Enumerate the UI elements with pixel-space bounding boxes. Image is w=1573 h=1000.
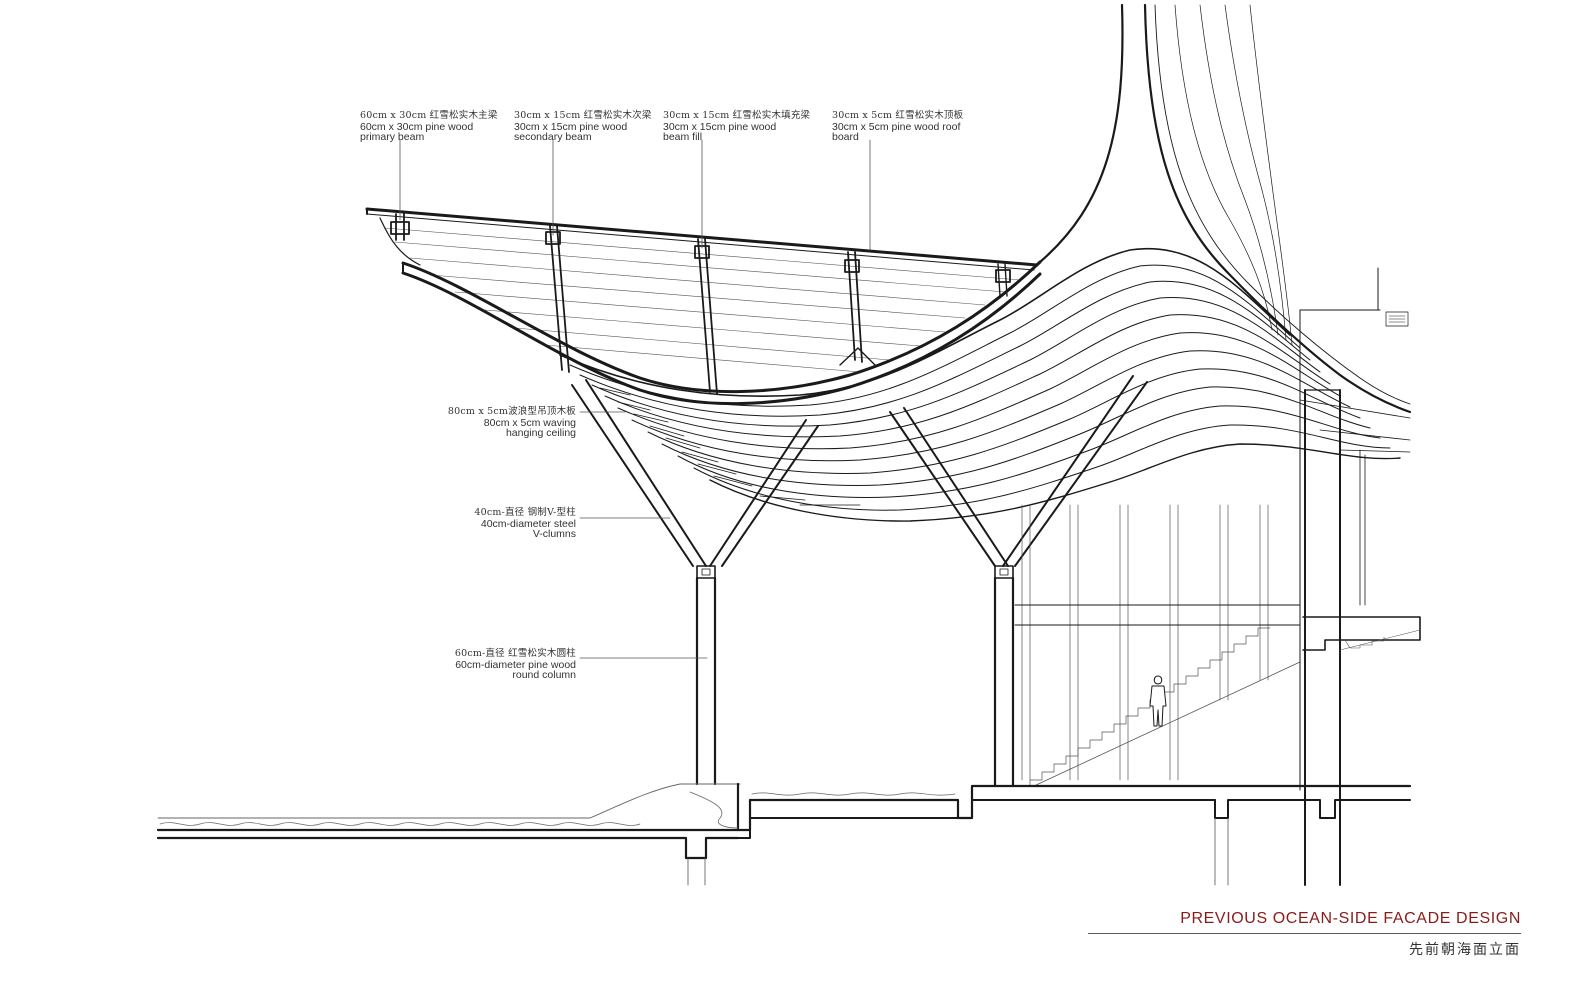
interior-building xyxy=(1014,267,1421,886)
label-primary-beam-en1: 60cm x 30cm pine wood xyxy=(360,120,474,133)
label-secondary-beam-cn: 30cm x 15cm 红雪松实木次梁 xyxy=(514,110,652,121)
roof-hangers xyxy=(390,213,1011,395)
label-steel-v-column-en1: 40cm-diameter steel xyxy=(480,517,576,530)
waving-ceiling xyxy=(559,247,1411,522)
label-primary-beam-cn: 60cm x 30cm 红雪松实木主梁 xyxy=(360,110,498,121)
label-beam-fill-cn: 30cm x 15cm 红雪松实木填充梁 xyxy=(663,110,811,121)
label-beam-fill: 30cm x 15cm 红雪松实木填充梁 30cm x 15cm pine wo… xyxy=(663,110,811,143)
curved-primary-beam xyxy=(379,217,1042,406)
label-primary-beam-en2: primary beam xyxy=(360,131,425,143)
label-steel-v-column: 40cm-直径 钢制V-型柱 40cm-diameter steel V-clu… xyxy=(474,507,576,540)
label-waving-ceiling-en2: hanging ceiling xyxy=(505,427,576,439)
funnel-column xyxy=(1038,3,1412,414)
label-roof-board-cn: 30cm x 5cm 红雪松实木顶板 xyxy=(832,110,964,121)
label-round-column-en2: round column xyxy=(512,669,576,681)
label-waving-ceiling-cn: 80cm x 5cm波浪型吊顶木板 xyxy=(447,406,576,417)
round-columns xyxy=(695,576,1015,788)
label-beam-fill-en1: 30cm x 15cm pine wood xyxy=(663,120,777,133)
label-steel-v-column-en2: V-clumns xyxy=(532,528,576,540)
label-secondary-beam: 30cm x 15cm 红雪松实木次梁 30cm x 15cm pine woo… xyxy=(514,110,652,143)
leader-lines xyxy=(399,139,871,659)
label-roof-board-en2: board xyxy=(832,131,859,143)
label-round-column-cn: 60cm-直径 红雪松实木圆柱 xyxy=(454,648,576,659)
title-divider xyxy=(1088,933,1521,934)
label-roof-board-en1: 30cm x 5cm pine wood roof xyxy=(832,120,961,133)
label-waving-ceiling-en1: 80cm x 5cm waving xyxy=(483,416,576,429)
steel-v-columns xyxy=(571,375,1148,579)
label-steel-v-column-cn: 40cm-直径 钢制V-型柱 xyxy=(474,507,576,518)
label-secondary-beam-en2: secondary beam xyxy=(514,131,592,143)
drawing-title-en: PREVIOUS OCEAN-SIDE FACADE DESIGN xyxy=(1180,910,1521,927)
ground-section xyxy=(156,782,1412,886)
label-round-column-en1: 60cm-diameter pine wood xyxy=(455,658,576,671)
label-beam-fill-en2: beam fill xyxy=(663,131,703,143)
label-round-column: 60cm-直径 红雪松实木圆柱 60cm-diameter pine wood … xyxy=(454,648,576,681)
label-waving-ceiling: 80cm x 5cm波浪型吊顶木板 80cm x 5cm waving hang… xyxy=(447,406,576,439)
label-secondary-beam-en1: 30cm x 15cm pine wood xyxy=(514,120,628,133)
label-primary-beam: 60cm x 30cm 红雪松实木主梁 60cm x 30cm pine woo… xyxy=(360,110,498,143)
label-roof-board: 30cm x 5cm 红雪松实木顶板 30cm x 5cm pine wood … xyxy=(832,110,964,143)
drawing-title-cn: 先前朝海面立面 xyxy=(1409,942,1521,958)
